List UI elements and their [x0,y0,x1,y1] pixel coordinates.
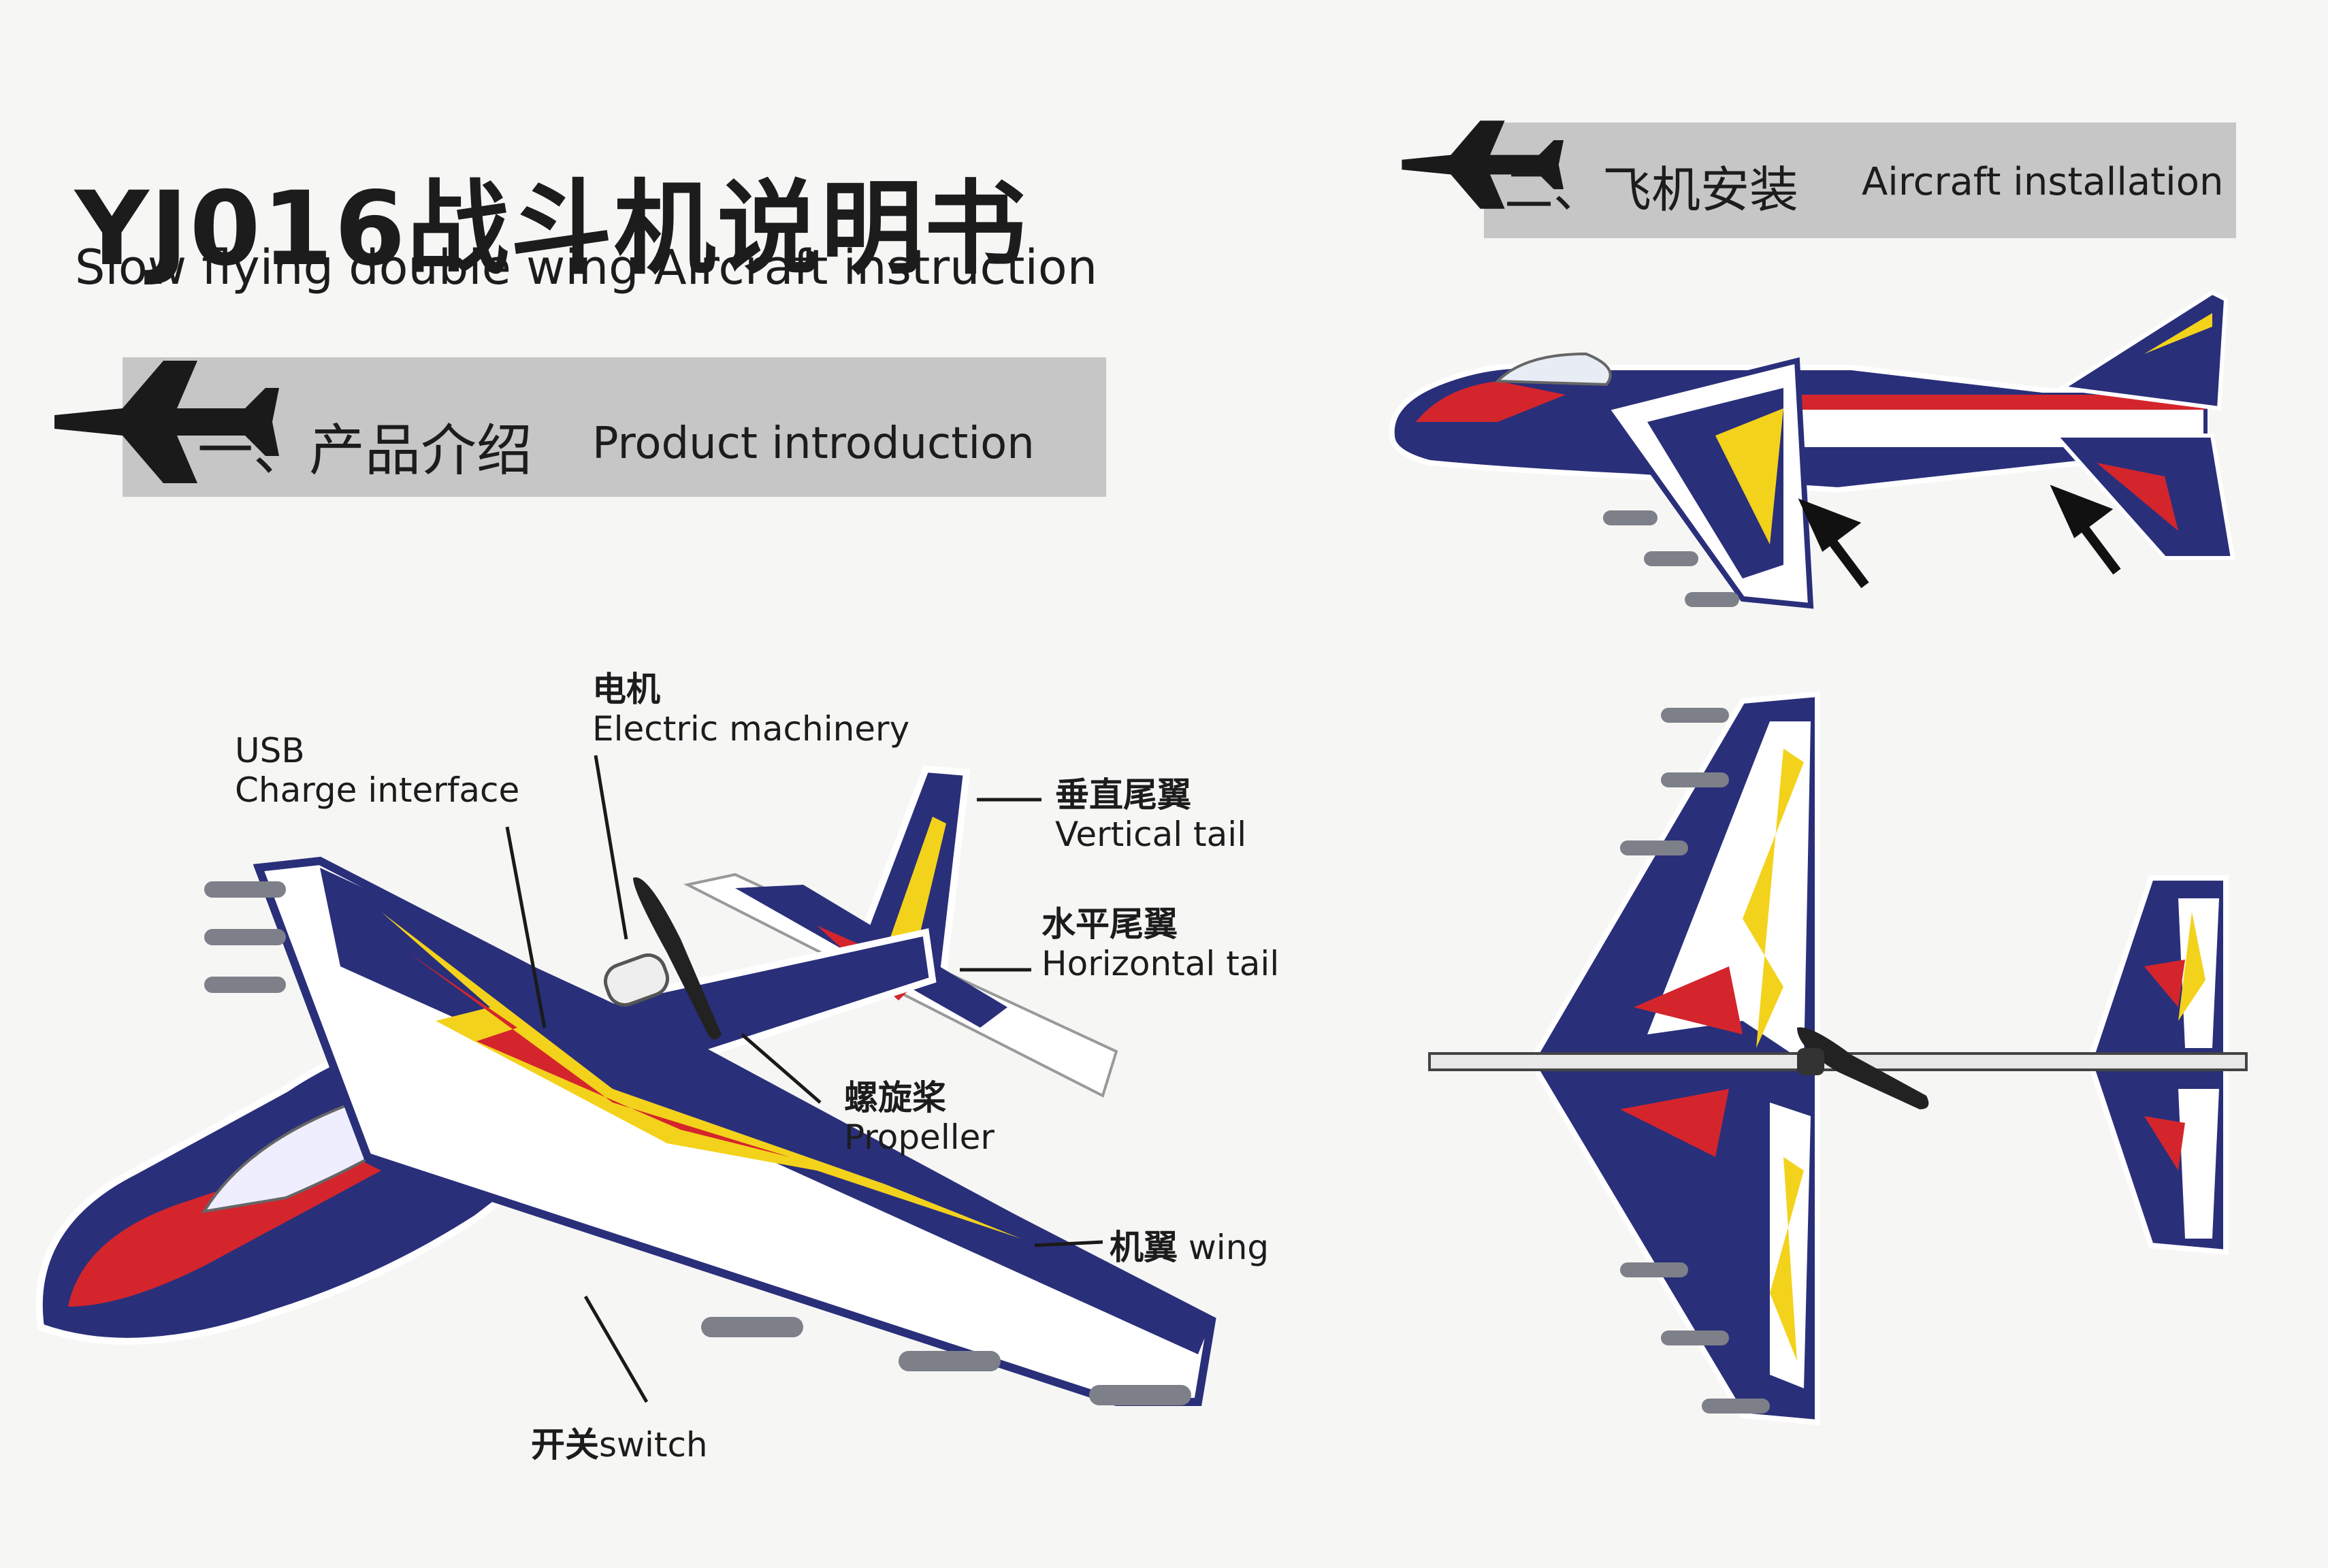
horizontal-tail-label-en: Horizontal tail [1041,943,1280,983]
switch-label: 开关switch [531,1425,708,1465]
leader-lines [505,755,1103,1403]
vertical-tail-label-zh: 垂直尾翼 [1055,775,1191,815]
switch-label-en: switch [599,1425,708,1465]
section2-banner [1484,122,2236,238]
side-view-aircraft [1389,290,2235,609]
side-view-vertical-tail [2056,290,2229,411]
page-title: YJ016战斗机说明书 [75,170,1028,289]
propeller-label-en: Propeller [844,1117,995,1157]
usb-label: USB Charge interface [235,731,520,810]
labeled-aircraft-illustration [35,765,1216,1406]
horizontal-tail-label-zh: 水平尾翼 [1041,904,1178,944]
motor-label-zh: 电机 [592,670,660,709]
usb-label-line1: USB [235,731,305,770]
section2-heading-en: Aircraft installation [1862,160,2224,204]
section1-heading-en: Product introduction [592,419,1035,469]
page-subtitle: Slow flying double wing Aircraft instruc… [75,240,1098,295]
propeller [633,877,722,1040]
vertical-tail-label-en: Vertical tail [1055,814,1247,854]
usb-label-line2: Charge interface [235,770,520,810]
airplane-icon [1402,120,1564,209]
wing-label: 机翼 wing [1110,1228,1269,1268]
horizontal-tail-label: 水平尾翼 Horizontal tail [1041,904,1280,983]
section2-heading-zh: 二、飞机安装 [1504,161,1799,218]
propeller-label: 螺旋桨 Propeller [844,1078,995,1157]
airplane-icon [54,361,279,483]
vertical-tail-label: 垂直尾翼 Vertical tail [1055,775,1247,854]
wing-label-zh: 机翼 [1110,1228,1178,1267]
motor [603,953,670,1007]
section1-heading-zh: 一、产品介绍 [197,419,533,483]
top-view-propeller [1797,1027,1929,1109]
motor-label-en: Electric machinery [592,708,910,749]
install-arrow-icon [1798,485,2121,589]
propeller-label-zh: 螺旋桨 [844,1078,946,1117]
wing-fences [204,881,1191,1405]
motor-label: 电机 Electric machinery [592,670,909,749]
switch-label-zh: 开关 [531,1425,599,1465]
section1-banner [123,357,1106,497]
top-view-aircraft [1428,691,2248,1426]
wing-label-en: wing [1188,1228,1270,1267]
